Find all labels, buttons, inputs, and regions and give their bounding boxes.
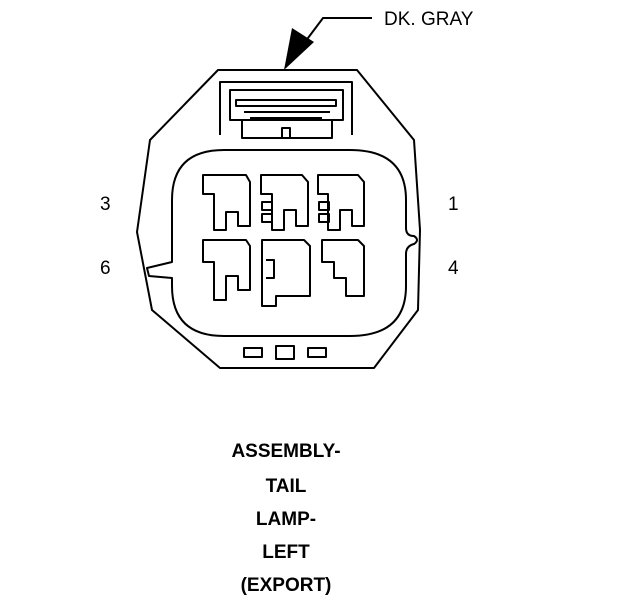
cavity-separator-4: [318, 213, 330, 223]
caption-line-4: LEFT: [262, 542, 310, 563]
pin-cavity-5-inner: [266, 259, 275, 279]
latch-outer: [219, 81, 353, 135]
pin-label-6: 6: [100, 258, 111, 279]
bottom-slot-right: [307, 347, 327, 358]
cavity-separator-2: [261, 213, 273, 223]
pin-cavity-4: [321, 239, 365, 297]
pin-label-1: 1: [448, 194, 459, 215]
pin-label-3: 3: [100, 194, 111, 215]
connector-latch: [219, 81, 353, 139]
pin-cavity-3: [202, 174, 251, 231]
caption-line-1: ASSEMBLY-: [231, 441, 341, 462]
callout-arrow-icon: [284, 28, 314, 70]
pin-cavity-2: [260, 174, 309, 231]
latch-bar: [235, 99, 337, 107]
pin-label-4: 4: [448, 258, 459, 279]
caption-line-3: LAMP-: [255, 509, 317, 530]
bottom-slot-center: [275, 345, 295, 360]
caption-line-5: (EXPORT): [240, 575, 332, 596]
caption-line-2: TAIL: [265, 476, 307, 497]
connector-outer-housing: [136, 69, 421, 369]
latch-tab: [281, 127, 291, 139]
callout-label: DK. GRAY: [384, 9, 474, 30]
cavity-separator-1: [261, 201, 273, 211]
latch-inner-frame: [229, 89, 344, 121]
pin-cavity-6: [202, 239, 251, 301]
pin-cavity-1: [317, 174, 365, 231]
bottom-slot-left: [243, 347, 263, 358]
pin-cavity-5: [261, 239, 311, 307]
cavity-separator-3: [318, 201, 330, 211]
connector-inner-cavity: [146, 149, 418, 337]
